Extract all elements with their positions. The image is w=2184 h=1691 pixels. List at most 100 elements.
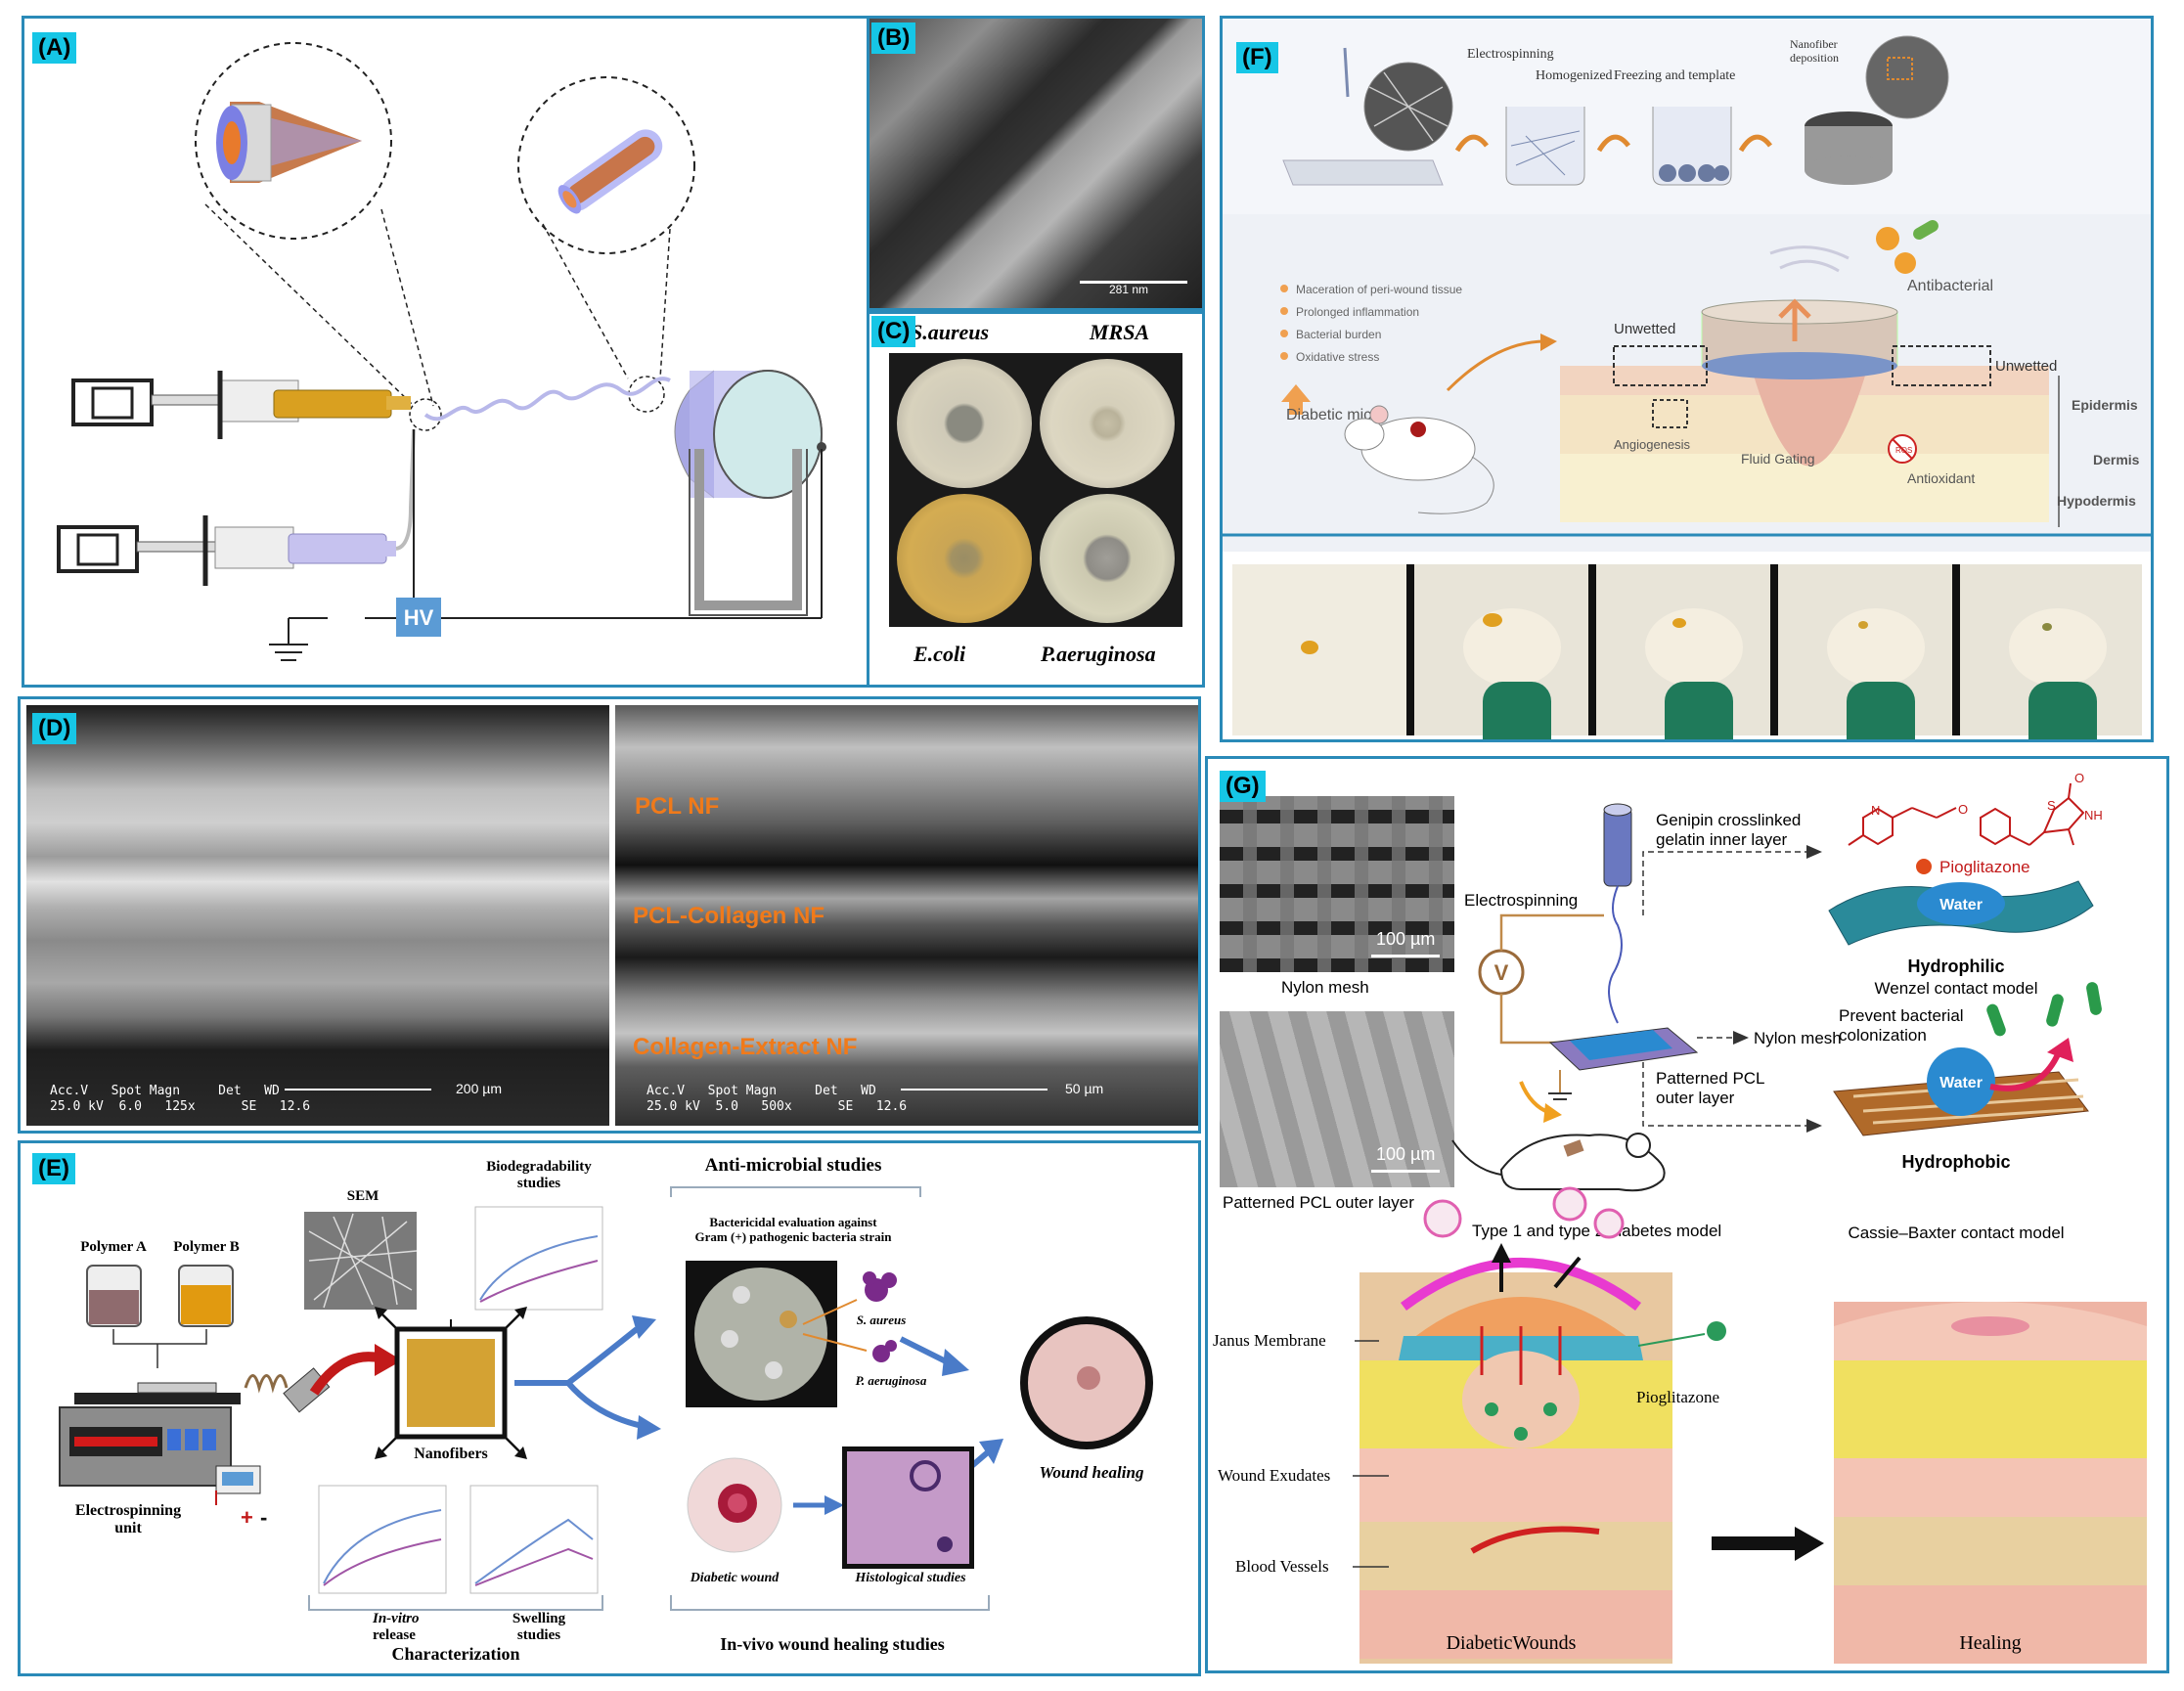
sem-cross-section-left: [26, 705, 609, 1126]
pioglitazone2-label: Pioglitazone: [1636, 1388, 1719, 1406]
nylon-mesh-arrow-label: Nylon mesh: [1754, 1029, 1842, 1047]
nylon-mesh-sem: 100 µm: [1220, 796, 1454, 972]
antibacterial-label: Antibacterial: [1907, 278, 1993, 294]
tem-scale-bar: [1080, 281, 1187, 284]
plate-label-s-aureus: S.aureus: [911, 320, 990, 344]
step-electrospinning: Electrospinning: [1467, 47, 1554, 62]
beaker-2: [1652, 107, 1732, 186]
plate-mrsa: [1040, 359, 1175, 488]
chem-n: N: [1871, 803, 1880, 818]
wenzel-label: Wenzel contact model: [1875, 979, 2038, 998]
panel-e: (E) Polymer A Polymer B + - Electrospinn…: [18, 1140, 1201, 1676]
layer-label-collagen-extract: Collagen-Extract NF: [633, 1034, 858, 1060]
chem-o-ether: O: [1958, 802, 1968, 817]
tem-image: [869, 19, 1202, 308]
characterization-label: Characterization: [392, 1644, 520, 1664]
panel-d: (D) PCL NF PCL-Collagen NF Collagen-Extr…: [18, 696, 1201, 1134]
panel-e-label: (E): [32, 1153, 75, 1184]
panel-c: (C) S.aureus MRSA E.coli P.aeruginosa: [867, 311, 1205, 688]
diabetic-wounds-label: DiabeticWounds: [1447, 1632, 1577, 1654]
diabetic-wound-label: Diabetic wound: [690, 1571, 780, 1585]
vessels-label: Blood Vessels: [1235, 1557, 1329, 1576]
scale-1-label: 100 µm: [1376, 929, 1436, 949]
sem-scale-bar-left: [285, 1089, 431, 1090]
p-aeruginosa-label: P. aeruginosa: [856, 1373, 927, 1388]
bacteria-icons: [1986, 982, 2102, 1037]
antioxidant-label: Antioxidant: [1907, 470, 1975, 486]
panel-f-label: (F): [1236, 42, 1278, 73]
janus-dressing-schematic: Electrospinning Homogenized Freezing and…: [1223, 19, 2151, 552]
sem-label: SEM: [347, 1188, 379, 1204]
patterned-pcl-label: Patterned PCL outer layer: [1223, 1193, 1414, 1212]
step-homogenized: Homogenized: [1536, 68, 1613, 83]
sem-meta-left: Acc.V Spot Magn Det WD 25.0 kV 6.0 125x …: [50, 1084, 310, 1115]
minus-sign: -: [260, 1505, 267, 1530]
sem-meta-right-values: 25.0 kV 5.0 500x SE 12.6: [646, 1099, 908, 1114]
water-label-1: Water: [1939, 897, 1983, 913]
panel-b-label: (B): [871, 22, 916, 54]
cassie-label: Cassie–Baxter contact model: [1848, 1224, 2064, 1242]
bullet-inflammation: Prolonged inflammation: [1296, 305, 1419, 319]
tem-scale-label: 281 nm: [1109, 283, 1149, 296]
chem-s: S: [2047, 798, 2056, 813]
exudates-label: Wound Exudates: [1218, 1466, 1330, 1485]
layer-label-pcl-collagen: PCL-Collagen NF: [633, 903, 825, 929]
antimicrobial-label: Anti-microbial studies: [705, 1155, 882, 1176]
bullet-maceration: Maceration of peri-wound tissue: [1296, 283, 1462, 296]
invivo-label: In-vivo wound healing studies: [720, 1634, 945, 1654]
electrospinning-setup-diagram: HV: [57, 42, 826, 661]
layer-label-pcl: PCL NF: [635, 793, 720, 820]
histological-label: Histological studies: [854, 1571, 966, 1585]
panel-g-label: (G): [1220, 771, 1266, 802]
plate-e-coli: [897, 494, 1032, 623]
angiogenesis-label: Angiogenesis: [1614, 437, 1691, 452]
plate-label-mrsa: MRSA: [1090, 320, 1150, 344]
nylon-mesh-label: Nylon mesh: [1281, 978, 1369, 997]
sem-scale-label-left: 200 µm: [456, 1081, 502, 1096]
bullet-oxidative: Oxidative stress: [1296, 350, 1379, 364]
polymer-b-label: Polymer B: [173, 1239, 240, 1255]
sem-scale-label-right: 50 µm: [1065, 1081, 1104, 1096]
water-label-2: Water: [1939, 1075, 1983, 1091]
photo-4: [1778, 564, 1952, 739]
swelling-graph: [469, 1485, 599, 1594]
s-aureus-label: S. aureus: [857, 1313, 907, 1327]
plus-sign: +: [241, 1505, 253, 1530]
epidermis-label: Epidermis: [2072, 397, 2138, 413]
patterned-pcl-sem: 100 µm: [1220, 1011, 1454, 1187]
hv-power-supply: [396, 598, 441, 637]
chem-nh: NH: [2084, 808, 2103, 823]
hv-label: HV: [404, 605, 434, 630]
plate-label-p-aeruginosa: P.aeruginosa: [1041, 642, 1156, 666]
sem-divider: [609, 705, 615, 1126]
panel-c-label: (C): [871, 316, 916, 347]
voltage-label: V: [1494, 960, 1509, 985]
plate-p-aeruginosa: [1040, 494, 1175, 623]
unwetted-right-label: Unwetted: [1995, 358, 2057, 375]
sem-meta-left-values: 25.0 kV 6.0 125x SE 12.6: [50, 1099, 311, 1114]
hydrophilic-label: Hydrophilic: [1907, 957, 2004, 976]
petri-plates-photo: [889, 353, 1182, 627]
polymer-a-label: Polymer A: [80, 1239, 147, 1255]
healing-diagram: [1834, 1302, 2147, 1664]
photo-strip: [1232, 564, 2142, 739]
photo-1: [1232, 564, 1406, 735]
ros-label: ROS: [1895, 446, 1912, 455]
panel-f: (F) Electrospinning Homogenized Freezing…: [1220, 16, 2154, 742]
p-aeruginosa-icon: [872, 1345, 890, 1362]
invitro-release-graph: [318, 1485, 447, 1594]
wound-healing-label: Wound healing: [1040, 1463, 1144, 1482]
sem-meta-right: Acc.V Spot Magn Det WD 25.0 kV 5.0 500x …: [646, 1084, 907, 1115]
scale-bar-2: [1371, 1170, 1440, 1173]
pioglitazone-structure: [1848, 782, 2085, 846]
